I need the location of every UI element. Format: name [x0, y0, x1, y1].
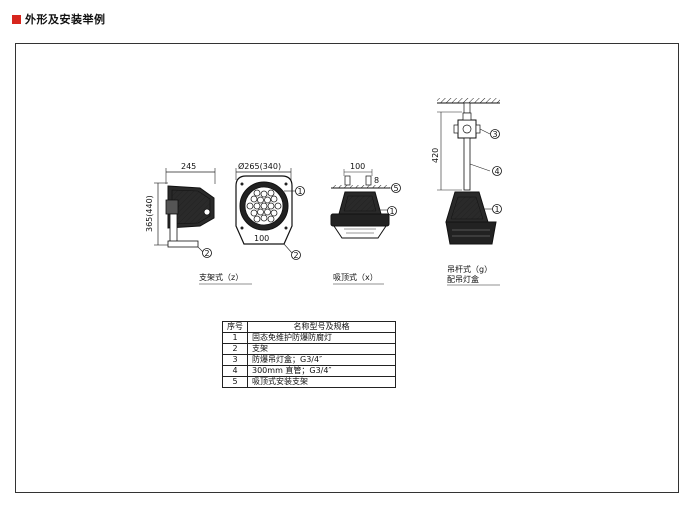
row-number: 1: [222, 332, 248, 344]
bracket-callout-2: 2: [205, 249, 210, 258]
pendant-callout-4: 4: [495, 167, 500, 176]
ceiling-mount-drawing: 100 8 5 1 吸顶式（x）: [330, 162, 401, 285]
bracket-mount-drawing: 245 365(440) 2 支架式（z）: [145, 162, 252, 285]
table-header-row: 序号 名称型号及规格: [222, 321, 396, 333]
drawing-frame: [15, 43, 679, 493]
pendant-caption-line1: 吊杆式（g）: [447, 264, 492, 274]
row-number: 2: [222, 343, 248, 355]
header-number: 序号: [222, 321, 248, 333]
bracket-width-label: 245: [181, 162, 196, 171]
section-header: 外形及安装举例: [12, 11, 106, 27]
table-row: 2 支架: [222, 343, 396, 355]
table-row: 4 300mm 直管；G3/4″: [222, 365, 396, 377]
pendant-caption-line2: 配吊灯盒: [447, 274, 479, 284]
row-name: 固态免维护防爆防腐灯: [247, 332, 396, 344]
row-number: 3: [222, 354, 248, 366]
row-number: 5: [222, 376, 248, 388]
pendant-callout-1: 1: [495, 205, 500, 214]
header-name: 名称型号及规格: [247, 321, 396, 333]
table-row: 5 吸顶式安装支架: [222, 376, 396, 388]
bracket-caption: 支架式（z）: [199, 272, 243, 282]
front-base-label: 100: [254, 234, 269, 243]
bracket-height-label: 365(440): [145, 195, 154, 232]
pendant-mount-drawing: 420 3 4 1 吊杆式（g） 配吊灯盒: [431, 98, 502, 286]
ceiling-callout-5: 5: [394, 184, 399, 193]
front-view-drawing: Ø265(340) 100 1 2: [235, 161, 305, 260]
row-name: 支架: [247, 343, 396, 355]
parts-table: 序号 名称型号及规格 1 固态免维护防爆防腐灯 2 支架 3 防爆吊灯盒；G3/…: [222, 321, 396, 388]
pendant-callout-3: 3: [493, 130, 498, 139]
section-title: 外形及安装举例: [25, 13, 106, 26]
row-name: 防爆吊灯盒；G3/4″: [247, 354, 396, 366]
row-name: 吸顶式安装支架: [247, 376, 396, 388]
front-diameter-label: Ø265(340): [238, 161, 281, 171]
table-row: 3 防爆吊灯盒；G3/4″: [222, 354, 396, 366]
front-callout-1: 1: [298, 187, 303, 196]
ceiling-spacing-label: 100: [350, 162, 365, 171]
front-callout-2: 2: [294, 251, 299, 260]
ceiling-side-label: 8: [374, 176, 379, 185]
table-row: 1 固态免维护防爆防腐灯: [222, 332, 396, 344]
ceiling-callout-1: 1: [390, 207, 395, 216]
red-square-icon: [12, 14, 21, 24]
row-name: 300mm 直管；G3/4″: [247, 365, 396, 377]
pendant-length-label: 420: [431, 148, 440, 163]
row-number: 4: [222, 365, 248, 377]
ceiling-caption: 吸顶式（x）: [333, 272, 378, 282]
